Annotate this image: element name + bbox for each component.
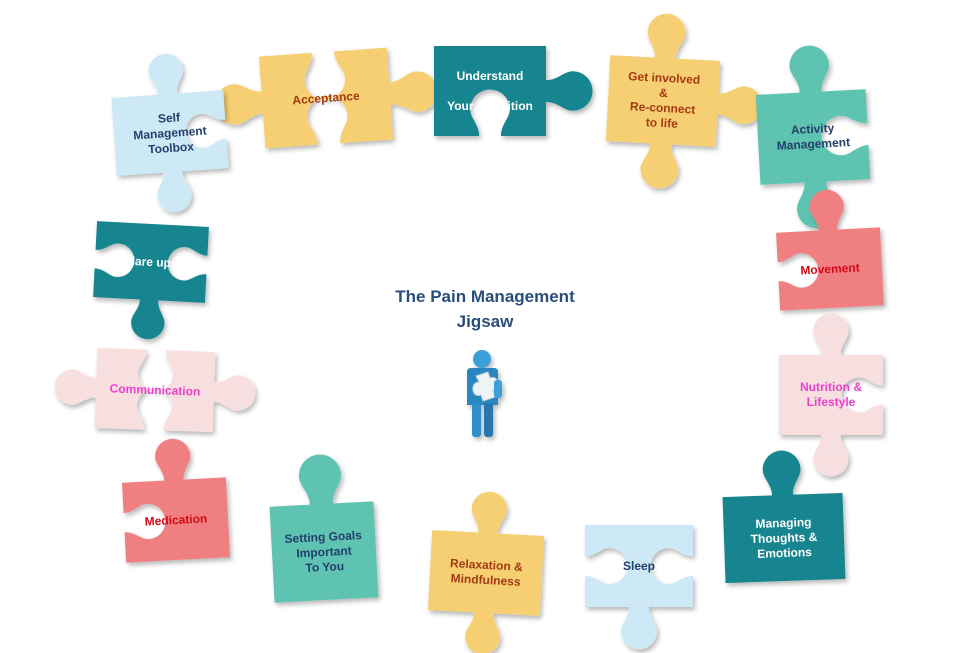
puzzle-piece-activity-management bbox=[755, 45, 871, 229]
puzzle-piece-shape bbox=[755, 45, 871, 229]
puzzle-piece-shape bbox=[434, 46, 593, 136]
puzzle-piece-shape bbox=[427, 491, 545, 653]
puzzle-piece-shape bbox=[54, 347, 256, 433]
puzzle-piece-sleep bbox=[585, 525, 693, 650]
puzzle-piece-shape bbox=[269, 454, 379, 603]
puzzle-piece-self-management-toolbox bbox=[111, 53, 229, 213]
puzzle-piece-managing-thoughts bbox=[722, 450, 846, 584]
puzzle-piece-relaxation-mindfulness bbox=[427, 491, 545, 653]
puzzle-piece-flare-ups bbox=[93, 221, 209, 340]
puzzle-piece-shape bbox=[779, 313, 883, 477]
puzzle-piece-movement bbox=[776, 189, 884, 311]
puzzle-piece-shape bbox=[111, 53, 229, 213]
puzzle-piece-acceptance bbox=[214, 47, 438, 149]
puzzle-piece-shape bbox=[776, 189, 884, 311]
puzzle-piece-setting-goals bbox=[269, 454, 379, 603]
puzzle-piece-shape bbox=[585, 525, 693, 650]
puzzle-piece-shape bbox=[605, 13, 763, 189]
puzzle-piece-shape bbox=[214, 47, 438, 149]
puzzle-piece-shape bbox=[722, 450, 846, 584]
puzzle-piece-understand-your-condition bbox=[434, 46, 593, 136]
puzzle-piece-nutrition-lifestyle bbox=[779, 313, 883, 477]
puzzle-piece-communication bbox=[54, 347, 256, 433]
puzzle-piece-get-involved bbox=[605, 13, 763, 189]
puzzle-piece-medication bbox=[121, 438, 231, 563]
puzzle-piece-shape bbox=[121, 438, 231, 563]
person-holding-puzzle-piece-icon bbox=[467, 350, 502, 437]
puzzle-piece-shape bbox=[93, 221, 209, 340]
